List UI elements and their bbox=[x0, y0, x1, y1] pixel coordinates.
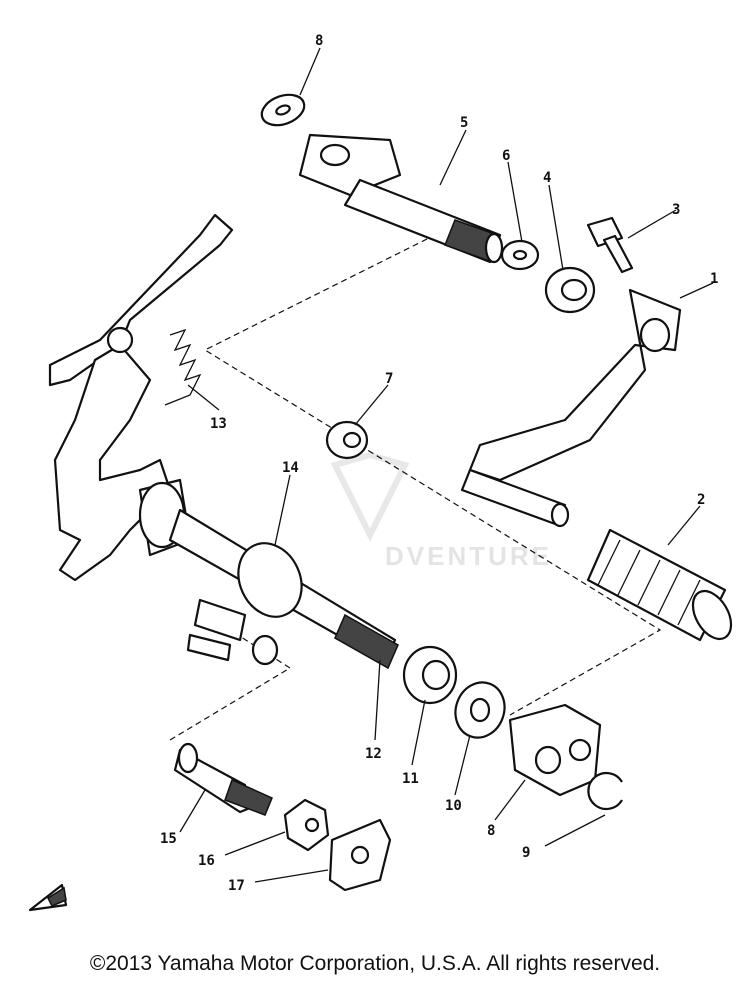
callout-8-lower: 8 bbox=[487, 823, 495, 839]
leader-lines bbox=[179, 47, 714, 883]
part-8-shift-arm-lower[interactable] bbox=[508, 703, 602, 797]
part-13-spring[interactable] bbox=[164, 328, 202, 406]
part-1-shift-lever[interactable] bbox=[460, 288, 682, 528]
callout-1: 1 bbox=[710, 271, 718, 287]
exploded-parts-diagram: DVENTURE bbox=[28, 33, 739, 912]
part-15-stopper-bolt[interactable] bbox=[173, 742, 273, 816]
callout-12: 12 bbox=[365, 746, 382, 762]
callout-16: 16 bbox=[198, 853, 215, 869]
part-7-collar[interactable] bbox=[325, 420, 369, 460]
callout-13: 13 bbox=[210, 416, 227, 432]
part-11-oil-seal[interactable] bbox=[402, 645, 458, 705]
part-8-washer-top[interactable] bbox=[258, 89, 309, 130]
assembly-lines bbox=[169, 229, 662, 741]
callout-17: 17 bbox=[228, 878, 245, 894]
callout-11: 11 bbox=[402, 771, 419, 787]
callout-4: 4 bbox=[543, 170, 551, 186]
part-16-nut[interactable] bbox=[283, 798, 330, 852]
callout-8-top: 8 bbox=[315, 33, 323, 49]
callout-5: 5 bbox=[460, 115, 468, 131]
part-9-circlip[interactable] bbox=[587, 771, 623, 811]
part-17-stopper-plate[interactable] bbox=[328, 818, 392, 892]
shift-arm-plate[interactable] bbox=[48, 213, 234, 582]
callout-9: 9 bbox=[522, 845, 530, 861]
part-4-oil-seal[interactable] bbox=[544, 266, 596, 314]
callout-14: 14 bbox=[282, 460, 299, 476]
callout-6: 6 bbox=[502, 148, 510, 164]
callout-3: 3 bbox=[672, 202, 680, 218]
part-2-footpeg-rubber[interactable] bbox=[586, 528, 739, 646]
copyright-notice: ©2013 Yamaha Motor Corporation, U.S.A. A… bbox=[89, 952, 661, 975]
watermark-text: DVENTURE bbox=[385, 541, 552, 571]
part-14-shift-shaft-main[interactable] bbox=[138, 478, 399, 670]
callout-7: 7 bbox=[385, 371, 393, 387]
front-direction-arrow bbox=[28, 883, 68, 912]
part-5-shift-shaft[interactable] bbox=[298, 133, 504, 264]
part-6-washer[interactable] bbox=[500, 239, 540, 271]
part-3-bolt[interactable] bbox=[586, 216, 634, 274]
callout-2: 2 bbox=[697, 492, 705, 508]
callout-15: 15 bbox=[160, 831, 177, 847]
part-10-washer[interactable] bbox=[448, 675, 512, 744]
watermark: DVENTURE bbox=[330, 451, 552, 571]
callout-10: 10 bbox=[445, 798, 462, 814]
callout-labels: 8 5 6 4 3 1 7 13 14 2 12 11 10 8 9 15 16… bbox=[160, 33, 718, 894]
